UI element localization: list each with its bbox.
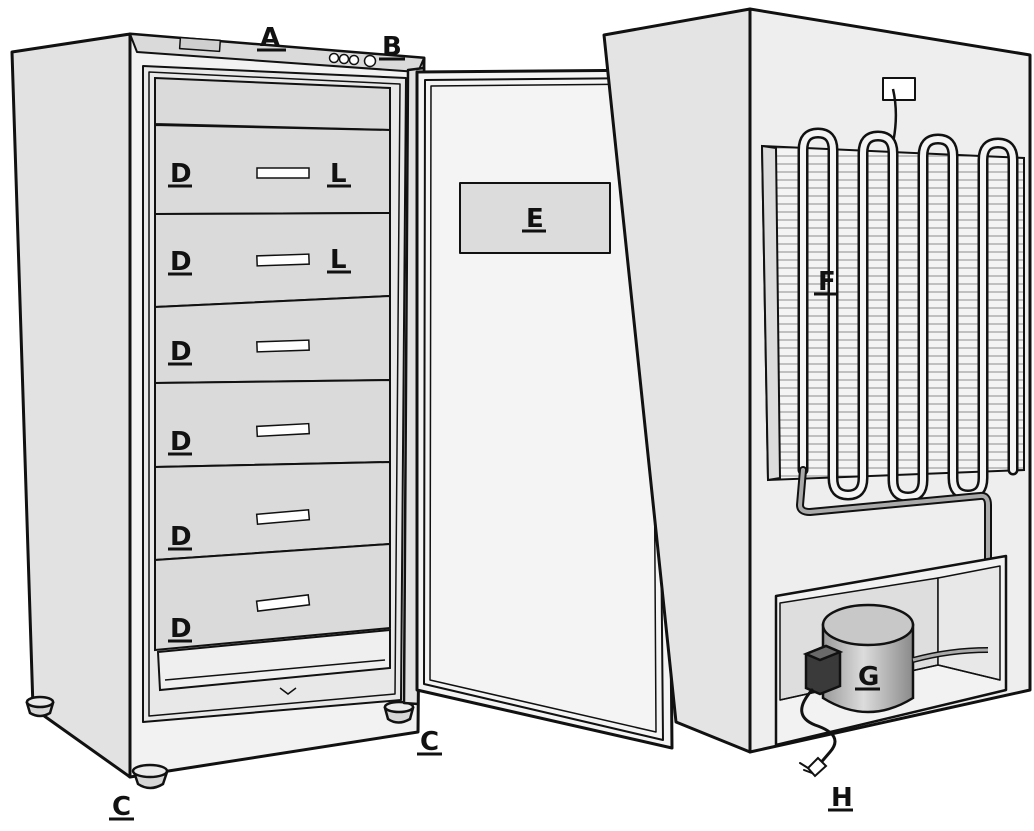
- callout-d: D: [170, 247, 191, 277]
- callout-g: G: [858, 662, 878, 692]
- callout-d: D: [170, 337, 191, 367]
- callout-f: F: [818, 267, 835, 297]
- callout-c: C: [112, 792, 130, 822]
- control-knob: [363, 54, 377, 68]
- information-plate: [459, 182, 611, 254]
- callout-l: L: [330, 245, 346, 275]
- display-window: [178, 36, 222, 53]
- compressor: [802, 603, 989, 714]
- callout-d: D: [170, 427, 191, 457]
- drawer-handle: [256, 253, 310, 267]
- power-cable: [799, 688, 837, 778]
- condenser-coil: [796, 127, 1019, 654]
- callout-d: D: [170, 522, 191, 552]
- callout-h: H: [831, 783, 852, 813]
- cable-clip: [882, 77, 916, 101]
- cabinet-interior-inner: [148, 71, 401, 717]
- cabinet-side-wall: [10, 32, 132, 779]
- callout-b: B: [382, 32, 401, 62]
- control-knob: [328, 52, 340, 64]
- callout-d: D: [170, 159, 191, 189]
- callout-labels: A B D L D L D D D D E F G H C C: [109, 23, 880, 822]
- door-gasket-inner: [429, 83, 657, 733]
- door-gasket: [423, 77, 664, 741]
- callout-d: D: [170, 614, 191, 644]
- control-knob: [348, 54, 360, 66]
- drawer-handle: [255, 422, 311, 438]
- plug-icon: [806, 756, 828, 778]
- freezer-door: [402, 66, 674, 750]
- callout-l: L: [330, 159, 346, 189]
- bottom-compartment: [156, 628, 391, 695]
- top-shelf-panel: [154, 76, 391, 132]
- drawer-handle: [256, 167, 310, 179]
- drawer-handle: [255, 594, 311, 612]
- callout-a: A: [260, 23, 280, 53]
- drawer-handle: [255, 508, 311, 526]
- callout-e: E: [526, 204, 543, 234]
- drawer-stack: [154, 123, 391, 652]
- drawer-6: [154, 542, 391, 652]
- adjustable-feet: [25, 695, 415, 790]
- control-knob: [338, 53, 350, 65]
- drawer-handle: [256, 339, 310, 353]
- callout-c: C: [420, 727, 438, 757]
